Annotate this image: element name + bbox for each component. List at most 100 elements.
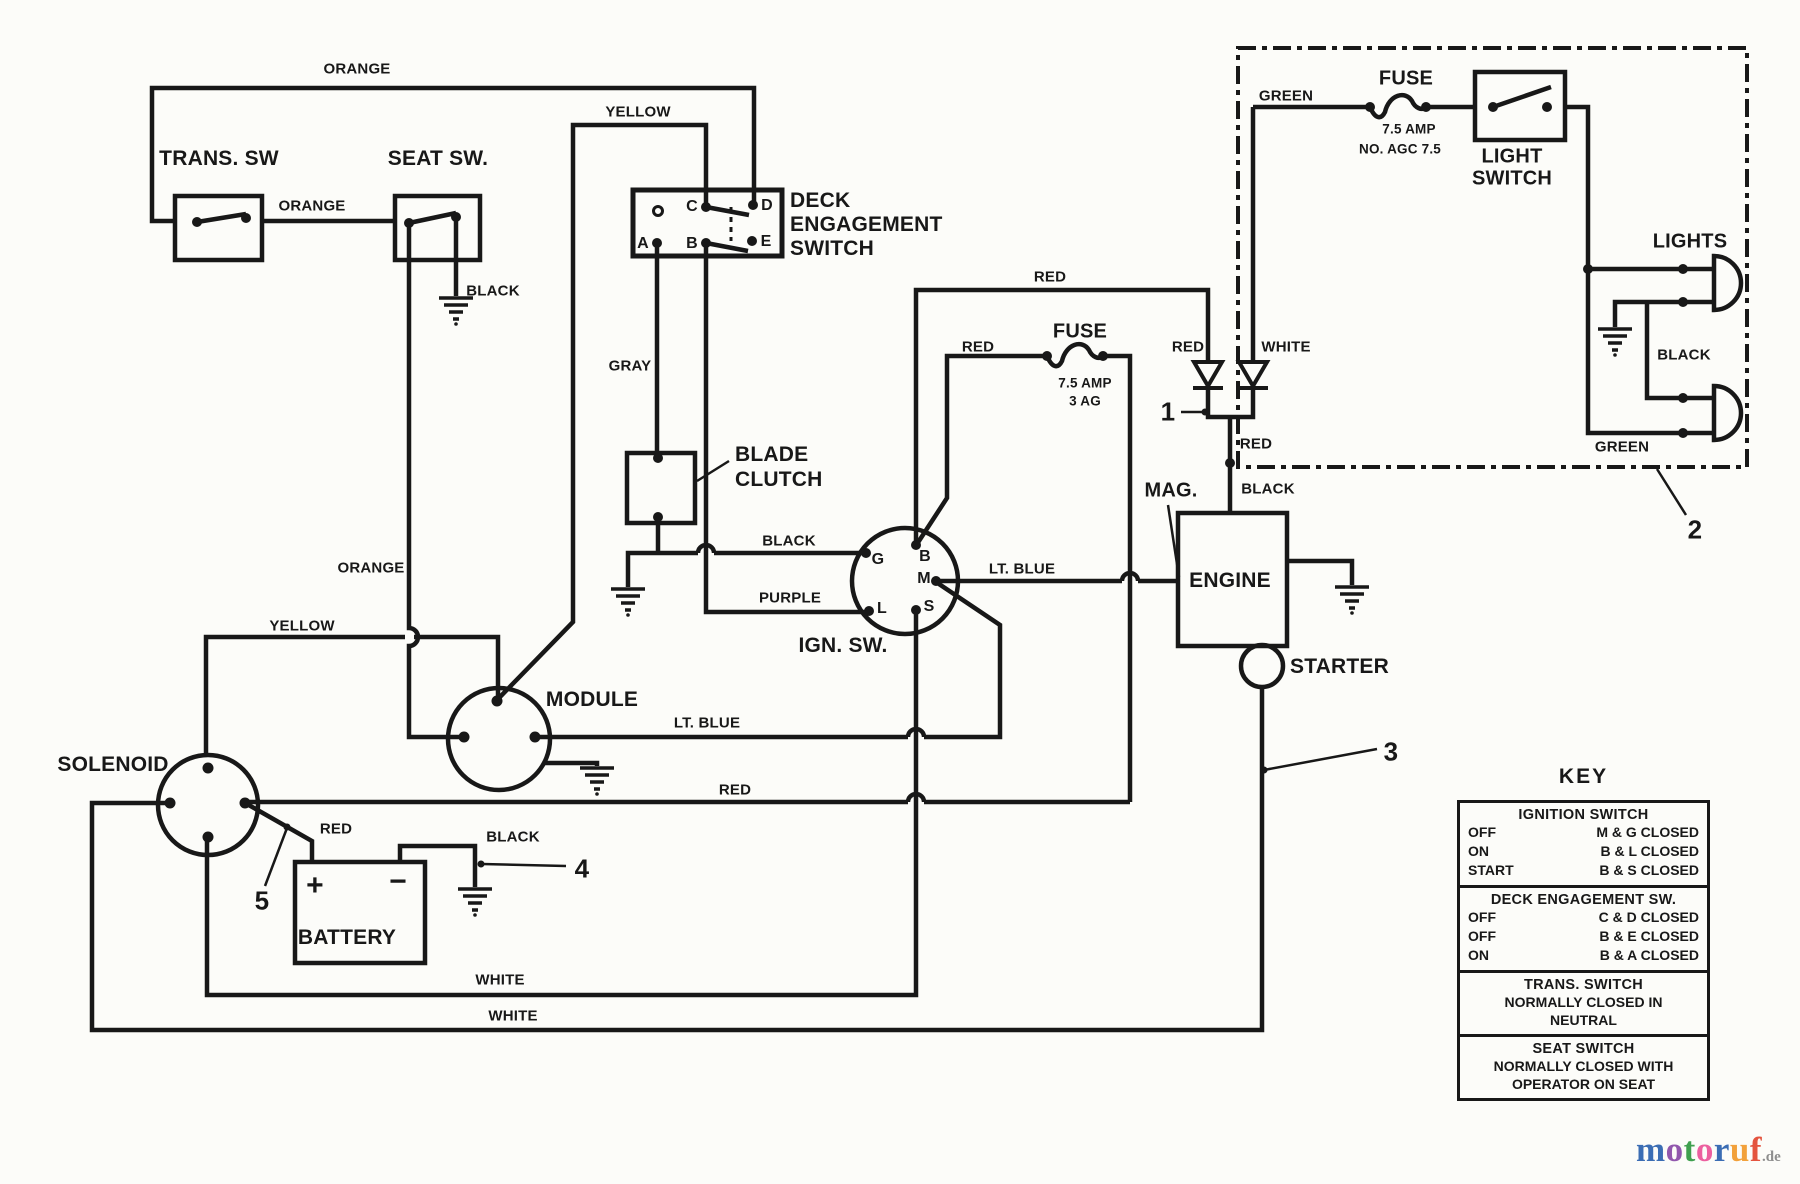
deck-terminal-open bbox=[652, 205, 664, 217]
key-title: KEY bbox=[1558, 765, 1609, 788]
logo-letter: u bbox=[1729, 1130, 1750, 1169]
wires bbox=[89, 85, 1712, 1033]
ground-symbols bbox=[437, 296, 1634, 919]
trans-switch-blade bbox=[196, 211, 247, 225]
seat-switch-box bbox=[392, 193, 483, 263]
motoruf-logo[interactable]: motoruf.de bbox=[1636, 1130, 1781, 1170]
trans-switch-box bbox=[172, 193, 265, 263]
seat-switch-blade bbox=[408, 210, 457, 226]
key-section-ignition: IGNITION SWITCH OFF M & G CLOSED ON B & … bbox=[1460, 803, 1707, 885]
wire-black-clutch bbox=[625, 519, 864, 587]
light-switch-label-1: LIGHT bbox=[1481, 145, 1543, 168]
wire-ltblue-module bbox=[536, 580, 1003, 740]
fuse-main-type: 3 AG bbox=[1069, 393, 1101, 409]
key-state: ON bbox=[1468, 843, 1489, 859]
deck-terminal-c: C bbox=[686, 198, 698, 215]
callout-4: 4 bbox=[574, 853, 590, 884]
ign-terminal-b: B bbox=[919, 548, 931, 565]
key-row: ON B & L CLOSED bbox=[1468, 842, 1699, 861]
key-section-header: TRANS. SWITCH bbox=[1523, 977, 1644, 993]
wire-label-green-bottom: GREEN bbox=[1594, 438, 1650, 456]
key-conn: C & D CLOSED bbox=[1598, 909, 1699, 925]
blade-clutch-pointer bbox=[696, 459, 730, 483]
wire-label-green-top: GREEN bbox=[1258, 87, 1314, 105]
key-row: START B & S CLOSED bbox=[1468, 861, 1699, 880]
wire-purple bbox=[703, 245, 867, 615]
key-section-header: SEAT SWITCH bbox=[1532, 1041, 1635, 1057]
wire-label-red-bottom: RED bbox=[718, 781, 752, 799]
wire-label-white-1: WHITE bbox=[475, 971, 525, 989]
callout-5: 5 bbox=[254, 885, 270, 916]
key-section-deck: DECK ENGAGEMENT SW. OFF C & D CLOSED OFF… bbox=[1460, 885, 1707, 970]
key-state: OFF bbox=[1468, 928, 1496, 944]
solenoid-circle bbox=[155, 752, 261, 858]
deck-switch-label-3: SWITCH bbox=[790, 237, 875, 260]
deck-terminal-d: D bbox=[761, 197, 773, 214]
wire-red-bottom bbox=[247, 791, 1130, 805]
fuse-main-amp: 7.5 AMP bbox=[1058, 375, 1112, 391]
wire-label-red-diode: RED bbox=[1171, 338, 1205, 356]
engine-label: ENGINE bbox=[1189, 569, 1271, 592]
key-row: OFF B & E CLOSED bbox=[1468, 927, 1699, 946]
key-conn: M & G CLOSED bbox=[1596, 824, 1699, 840]
wire-label-red-fuse: RED bbox=[961, 338, 995, 356]
light-switch-blade bbox=[1492, 84, 1552, 110]
wire-label-orange-left: ORANGE bbox=[337, 559, 405, 577]
logo-letter: t bbox=[1683, 1130, 1696, 1169]
connection-dots bbox=[164, 102, 1688, 868]
key-section-header: IGNITION SWITCH bbox=[1518, 807, 1649, 823]
deck-terminal-b: B bbox=[686, 235, 698, 252]
fuse-light-type: NO. AGC 7.5 bbox=[1359, 141, 1441, 157]
blade-clutch-label-1: BLADE bbox=[735, 443, 809, 466]
key-row: OFF M & G CLOSED bbox=[1468, 823, 1699, 842]
blade-clutch-label-2: CLUTCH bbox=[735, 468, 823, 491]
ign-terminal-s: S bbox=[923, 598, 935, 615]
callout-1: 1 bbox=[1160, 396, 1176, 427]
wire-label-yellow-mid: YELLOW bbox=[269, 617, 335, 635]
wire-label-black-engine: BLACK bbox=[1241, 480, 1295, 498]
key-section-trans: TRANS. SWITCH NORMALLY CLOSED IN NEUTRAL bbox=[1460, 970, 1707, 1034]
headlight-bulb-2 bbox=[1711, 383, 1744, 443]
blade-clutch-box bbox=[624, 450, 698, 526]
wire-label-white-diode: WHITE bbox=[1261, 338, 1311, 356]
deck-terminal-e: E bbox=[760, 233, 772, 250]
key-conn: B & A CLOSED bbox=[1599, 947, 1699, 963]
key-conn: B & L CLOSED bbox=[1600, 843, 1699, 859]
fuse-light-amp: 7.5 AMP bbox=[1382, 121, 1436, 137]
wire-label-white-2: WHITE bbox=[488, 1007, 538, 1025]
component-outlines bbox=[155, 46, 1749, 966]
wire-label-red-top: RED bbox=[1033, 268, 1067, 286]
deck-switch-label-1: DECK bbox=[790, 189, 851, 212]
lights-label: LIGHTS bbox=[1652, 230, 1728, 253]
wire-bulb-stubs bbox=[1683, 266, 1712, 436]
starter-circle bbox=[1238, 642, 1286, 690]
wire-label-black-seat: BLACK bbox=[466, 282, 520, 300]
deck-switch-label-2: ENGAGEMENT bbox=[790, 213, 943, 236]
engine-box bbox=[1175, 510, 1290, 649]
fuse-main-label: FUSE bbox=[1052, 320, 1108, 343]
logo-letter: m bbox=[1636, 1130, 1666, 1169]
ignition-switch-label: IGN. SW. bbox=[798, 634, 888, 657]
logo-letter: o bbox=[1665, 1130, 1684, 1169]
diode-red bbox=[1190, 360, 1226, 390]
solenoid-label: SOLENOID bbox=[57, 753, 169, 776]
battery-label: BATTERY bbox=[297, 926, 397, 949]
callout-2-pointer bbox=[1655, 468, 1688, 516]
key-row: ON B & A CLOSED bbox=[1468, 946, 1699, 965]
callout-pointers bbox=[263, 410, 1688, 887]
wire-label-black-clutch: BLACK bbox=[762, 532, 816, 550]
wire-label-orange-top: ORANGE bbox=[323, 60, 391, 78]
callout-4-pointer bbox=[481, 862, 567, 868]
light-circuit-dashdot-box bbox=[1236, 46, 1749, 469]
fuse-light-label: FUSE bbox=[1378, 67, 1434, 90]
key-state: ON bbox=[1468, 947, 1489, 963]
wire-white-1 bbox=[204, 612, 919, 998]
wire-engine-ground bbox=[1287, 558, 1355, 585]
wire-label-orange-mid: ORANGE bbox=[278, 197, 346, 215]
wire-red-top bbox=[913, 287, 1211, 543]
light-switch-label-2: SWITCH bbox=[1471, 167, 1553, 190]
wire-orange-left bbox=[406, 224, 462, 740]
key-note-line: NORMALLY CLOSED IN bbox=[1504, 994, 1663, 1010]
wire-ltblue-engine bbox=[936, 570, 1178, 584]
